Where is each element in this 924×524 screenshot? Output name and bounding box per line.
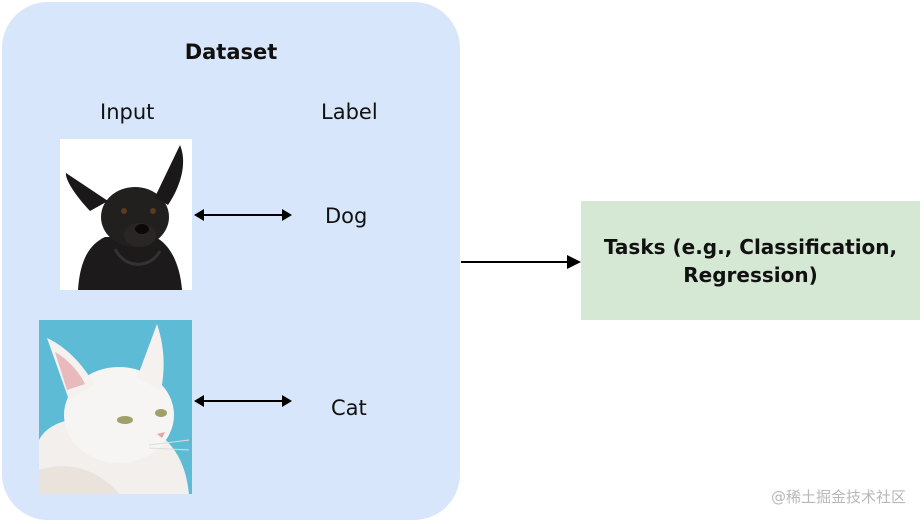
cat-double-arrow-icon: [194, 395, 292, 407]
cat-label: Cat: [331, 396, 367, 420]
label-column-header: Label: [321, 100, 378, 124]
input-column-header: Input: [100, 100, 155, 124]
dog-photo-icon: [60, 139, 192, 290]
dataset-title: Dataset: [184, 40, 278, 64]
dog-double-arrow-icon: [194, 209, 292, 221]
watermark: @稀土掘金技术社区: [770, 488, 906, 506]
tasks-box: Tasks (e.g., Classification, Regression): [581, 201, 920, 320]
tasks-text: Tasks (e.g., Classification, Regression): [603, 234, 898, 287]
dog-label: Dog: [325, 204, 368, 228]
dataset-to-tasks-arrow-icon: [461, 255, 581, 269]
cat-photo-icon: [39, 320, 192, 494]
